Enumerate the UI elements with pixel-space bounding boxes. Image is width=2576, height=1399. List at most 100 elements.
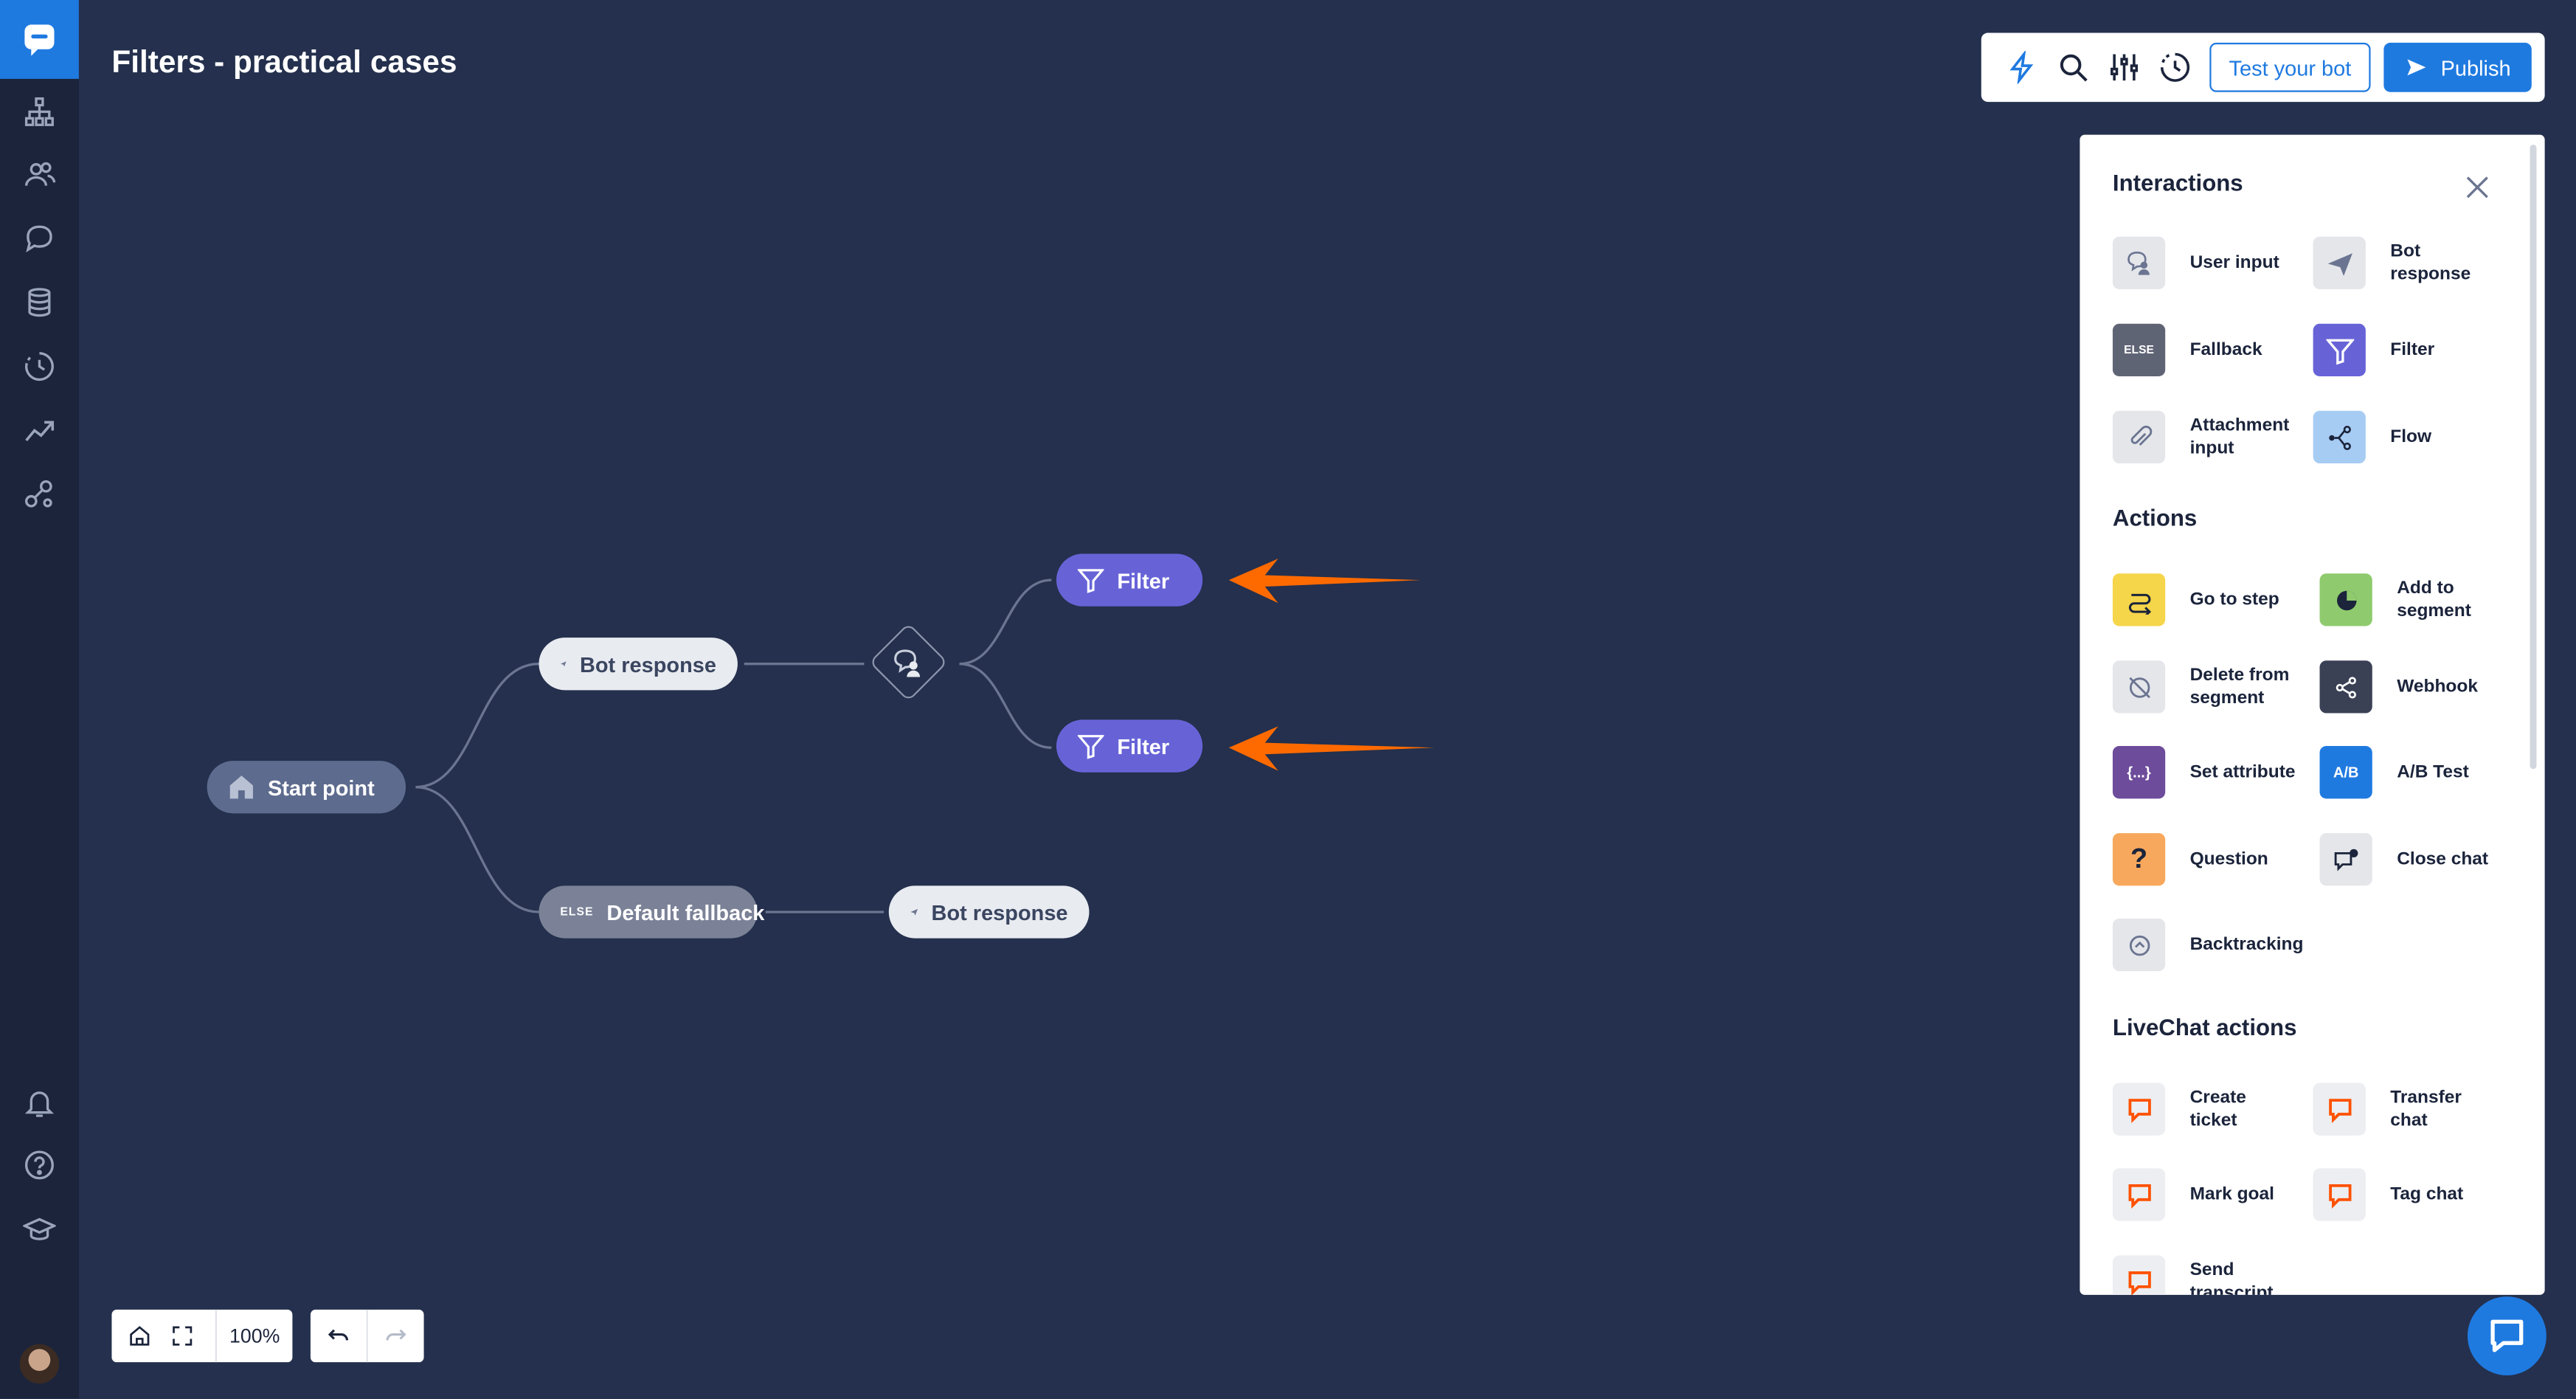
test-bot-button[interactable]: Test your bot bbox=[2209, 42, 2371, 92]
send-icon bbox=[910, 908, 918, 916]
item-label: Close chat bbox=[2397, 849, 2489, 870]
history-icon[interactable] bbox=[20, 347, 59, 386]
item-delete-from-segment[interactable]: Delete from segment bbox=[2112, 660, 2313, 714]
bot-response-node[interactable]: Bot response bbox=[888, 885, 1090, 939]
home-icon[interactable] bbox=[118, 1310, 161, 1362]
item-label: Filter bbox=[2390, 339, 2435, 360]
users-icon[interactable] bbox=[20, 154, 59, 193]
item-close-chat[interactable]: Close chat bbox=[2319, 833, 2521, 886]
item-tag-chat[interactable]: Tag chat bbox=[2313, 1168, 2514, 1221]
default-fallback-node[interactable]: ELSE Default fallback bbox=[539, 885, 764, 939]
user-input-icon bbox=[889, 644, 928, 683]
search-icon[interactable] bbox=[2049, 43, 2098, 92]
academy-icon[interactable] bbox=[20, 1209, 59, 1248]
sidebar bbox=[0, 0, 79, 1399]
filter-icon bbox=[1077, 569, 1104, 593]
livechat-icon bbox=[2112, 1082, 2166, 1136]
start-point-node[interactable]: Start point bbox=[207, 761, 406, 814]
filter-node-1[interactable]: Filter bbox=[1056, 553, 1203, 607]
paperclip-icon bbox=[2112, 410, 2166, 464]
item-fallback[interactable]: ELSE Fallback bbox=[2112, 323, 2313, 376]
item-user-input[interactable]: User input bbox=[2112, 236, 2313, 289]
item-label: Tag chat bbox=[2390, 1184, 2464, 1205]
item-add-to-segment[interactable]: Add to segment bbox=[2319, 573, 2521, 626]
item-flow[interactable]: Flow bbox=[2313, 410, 2514, 464]
filter-icon bbox=[1077, 735, 1104, 759]
flow-icon bbox=[2313, 410, 2366, 464]
chat-icon[interactable] bbox=[20, 218, 59, 258]
backtracking-icon bbox=[2112, 918, 2166, 972]
item-label: Delete from segment bbox=[2189, 665, 2290, 708]
item-send-transcript[interactable]: Send transcript bbox=[2112, 1255, 2313, 1295]
close-icon[interactable] bbox=[2461, 171, 2494, 204]
integrations-icon[interactable] bbox=[20, 475, 59, 514]
analytics-icon[interactable] bbox=[20, 411, 59, 450]
sliders-icon[interactable] bbox=[2099, 43, 2149, 92]
item-label: Set attribute bbox=[2189, 762, 2296, 783]
close-chat-icon bbox=[2319, 833, 2372, 886]
item-filter[interactable]: Filter bbox=[2313, 323, 2514, 376]
database-icon[interactable] bbox=[20, 283, 59, 322]
item-webhook[interactable]: Webhook bbox=[2319, 660, 2521, 714]
undo-icon[interactable] bbox=[311, 1310, 367, 1362]
item-transfer-chat[interactable]: Transfer chat bbox=[2313, 1082, 2514, 1136]
item-label: Fallback bbox=[2189, 339, 2262, 360]
item-label: Question bbox=[2189, 849, 2268, 870]
history-icon[interactable] bbox=[2150, 43, 2200, 92]
item-label: Flow bbox=[2390, 427, 2432, 447]
livechat-icon bbox=[2313, 1168, 2366, 1221]
help-icon[interactable] bbox=[20, 1145, 59, 1184]
send-icon bbox=[2313, 236, 2366, 289]
webhook-icon bbox=[2319, 660, 2372, 714]
avatar[interactable] bbox=[19, 1344, 60, 1384]
item-backtracking[interactable]: Backtracking bbox=[2112, 918, 2313, 972]
redo-icon[interactable] bbox=[366, 1309, 423, 1363]
chatbot-logo-icon[interactable] bbox=[0, 0, 79, 79]
item-label: Go to step bbox=[2189, 590, 2279, 610]
go-to-step-icon bbox=[2112, 573, 2166, 626]
send-icon bbox=[2406, 59, 2426, 76]
bell-icon[interactable] bbox=[20, 1083, 59, 1122]
chat-widget-button[interactable] bbox=[2467, 1296, 2546, 1375]
send-icon bbox=[560, 661, 567, 667]
fit-screen-icon[interactable] bbox=[161, 1310, 204, 1362]
else-icon: ELSE bbox=[560, 906, 594, 918]
user-input-icon bbox=[2112, 236, 2166, 289]
interactions-panel: Interactions User input Bot response ELS… bbox=[2080, 134, 2545, 1295]
filter-icon bbox=[2313, 323, 2366, 376]
node-label: Start point bbox=[268, 775, 375, 800]
node-label: Bot response bbox=[931, 899, 1068, 925]
interactions-heading: Interactions bbox=[2112, 169, 2243, 196]
delete-segment-icon bbox=[2112, 660, 2166, 714]
item-label: Bot response bbox=[2390, 241, 2471, 285]
home-icon bbox=[229, 776, 253, 799]
else-icon: ELSE bbox=[2112, 323, 2166, 376]
item-question[interactable]: ? Question bbox=[2112, 833, 2313, 886]
zoom-level[interactable]: 100% bbox=[215, 1309, 293, 1363]
item-ab-test[interactable]: A/B A/B Test bbox=[2319, 746, 2521, 799]
publish-button[interactable]: Publish bbox=[2383, 42, 2532, 92]
question-icon: ? bbox=[2112, 833, 2166, 886]
item-set-attribute[interactable]: {...} Set attribute bbox=[2112, 746, 2313, 799]
stories-icon[interactable] bbox=[20, 92, 59, 131]
livechat-icon bbox=[2112, 1168, 2166, 1221]
bot-response-node[interactable]: Bot response bbox=[539, 638, 738, 691]
chat-icon bbox=[2490, 1319, 2524, 1353]
item-mark-goal[interactable]: Mark goal bbox=[2112, 1168, 2313, 1221]
livechat-heading: LiveChat actions bbox=[2112, 1014, 2297, 1040]
item-label: Mark goal bbox=[2189, 1184, 2274, 1205]
item-label: Attachment input bbox=[2189, 415, 2290, 459]
filter-node-2[interactable]: Filter bbox=[1056, 719, 1203, 773]
lightning-icon[interactable] bbox=[1998, 43, 2047, 92]
item-go-to-step[interactable]: Go to step bbox=[2112, 573, 2313, 626]
page-title: Filters - practical cases bbox=[111, 46, 457, 81]
item-create-ticket[interactable]: Create ticket bbox=[2112, 1082, 2313, 1136]
item-label: A/B Test bbox=[2397, 762, 2469, 783]
panel-scrollbar[interactable] bbox=[2530, 144, 2537, 770]
item-bot-response[interactable]: Bot response bbox=[2313, 236, 2514, 289]
item-label: Webhook bbox=[2397, 677, 2478, 697]
item-attachment-input[interactable]: Attachment input bbox=[2112, 410, 2313, 464]
undo-redo-controls bbox=[310, 1309, 424, 1363]
item-label: Create ticket bbox=[2189, 1088, 2246, 1131]
livechat-icon bbox=[2112, 1255, 2166, 1295]
